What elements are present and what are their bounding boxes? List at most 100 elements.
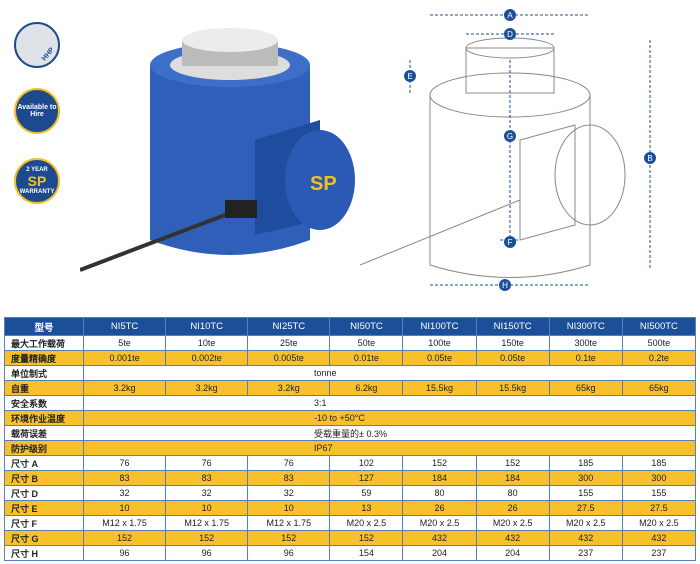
table-cell: 0.1te bbox=[548, 350, 623, 366]
table-cell: 10te bbox=[165, 335, 249, 351]
table-cell: M12 x 1.75 bbox=[165, 515, 249, 531]
table-cell: 154 bbox=[329, 545, 404, 561]
table-cell: 50te bbox=[329, 335, 404, 351]
table-cell: 150te bbox=[475, 335, 550, 351]
row-label: 自重 bbox=[4, 380, 84, 396]
row-label: 尺寸 A bbox=[4, 455, 84, 471]
table-cell: 10 bbox=[165, 500, 249, 516]
row-label: 尺寸 F bbox=[4, 515, 84, 531]
sp-logo: SP bbox=[27, 173, 47, 189]
table-cell: 76 bbox=[247, 455, 331, 471]
header-model: NI150TC bbox=[475, 317, 550, 336]
table-cell: 83 bbox=[82, 470, 167, 486]
table-cell: 32 bbox=[247, 485, 331, 501]
row-label: 尺寸 H bbox=[4, 545, 84, 561]
header-model: NI5TC bbox=[82, 317, 167, 336]
table-cell: M20 x 2.5 bbox=[402, 515, 477, 531]
table-cell: 5te bbox=[82, 335, 167, 351]
table-cell: 0.001te bbox=[82, 350, 167, 366]
table-cell: 237 bbox=[548, 545, 623, 561]
table-cell: 155 bbox=[548, 485, 623, 501]
table-cell: M20 x 2.5 bbox=[548, 515, 623, 531]
header-model: NI500TC bbox=[621, 317, 697, 336]
row-label: 尺寸 G bbox=[4, 530, 84, 546]
table-cell: 185 bbox=[621, 455, 697, 471]
row-label: 最大工作载荷 bbox=[4, 335, 84, 351]
dim-label-d: D bbox=[507, 30, 513, 39]
table-cell: M20 x 2.5 bbox=[621, 515, 697, 531]
table-cell: 13 bbox=[329, 500, 404, 516]
dim-label-a: A bbox=[507, 11, 513, 20]
row-label: 尺寸 B bbox=[4, 470, 84, 486]
table-cell: 152 bbox=[475, 455, 550, 471]
table-cell: 25te bbox=[247, 335, 331, 351]
table-cell: 0.05te bbox=[402, 350, 477, 366]
load-cell-photo: SP bbox=[80, 28, 355, 272]
svg-text:SP: SP bbox=[310, 173, 337, 195]
table-cell: 184 bbox=[475, 470, 550, 486]
table-cell: 76 bbox=[82, 455, 167, 471]
table-cell: 432 bbox=[548, 530, 623, 546]
table-cell: 26 bbox=[475, 500, 550, 516]
table-cell: 10 bbox=[82, 500, 167, 516]
table-cell: 96 bbox=[82, 545, 167, 561]
warranty-label: WARRANTY bbox=[19, 189, 55, 195]
table-cell: 15.5kg bbox=[402, 380, 477, 396]
table-cell: 432 bbox=[402, 530, 477, 546]
table-cell: 83 bbox=[165, 470, 249, 486]
hhp-label: HHP bbox=[41, 46, 57, 63]
table-cell: 59 bbox=[329, 485, 404, 501]
table-cell: IP67 bbox=[83, 440, 696, 456]
table-cell: 27.5 bbox=[548, 500, 623, 516]
row-label: 载荷误差 bbox=[4, 425, 84, 441]
table-cell: 152 bbox=[247, 530, 331, 546]
table-cell: 237 bbox=[621, 545, 697, 561]
available-to-hire-badge: Available to Hire bbox=[14, 88, 60, 134]
table-cell: 204 bbox=[402, 545, 477, 561]
dimension-drawing: A D E G B F H bbox=[360, 9, 656, 291]
row-label: 安全系数 bbox=[4, 395, 84, 411]
dim-label-b: B bbox=[647, 154, 652, 163]
warranty-badge: 2 YEAR SP WARRANTY bbox=[14, 158, 60, 204]
header-model: NI300TC bbox=[548, 317, 623, 336]
table-cell: 0.005te bbox=[247, 350, 331, 366]
table-cell: 185 bbox=[548, 455, 623, 471]
table-cell: 152 bbox=[82, 530, 167, 546]
dim-label-f: F bbox=[508, 238, 513, 247]
table-cell: 0.2te bbox=[621, 350, 697, 366]
table-cell: 102 bbox=[329, 455, 404, 471]
table-cell: 26 bbox=[402, 500, 477, 516]
table-cell: 10 bbox=[247, 500, 331, 516]
table-cell: M20 x 2.5 bbox=[475, 515, 550, 531]
table-cell: 184 bbox=[402, 470, 477, 486]
table-cell: 152 bbox=[329, 530, 404, 546]
table-cell: 432 bbox=[475, 530, 550, 546]
table-cell: 432 bbox=[621, 530, 697, 546]
hire-label: Available to Hire bbox=[17, 104, 57, 118]
table-row: 载荷误差受载重量的± 0.3% bbox=[4, 425, 696, 441]
table-cell: 127 bbox=[329, 470, 404, 486]
table-cell: 300 bbox=[621, 470, 697, 486]
warranty-years: 2 YEAR bbox=[26, 167, 48, 173]
header-model: NI25TC bbox=[247, 317, 331, 336]
table-cell: 152 bbox=[402, 455, 477, 471]
table-cell: 3.2kg bbox=[247, 380, 331, 396]
table-cell: 152 bbox=[165, 530, 249, 546]
table-cell: -10 to +50°C bbox=[83, 410, 696, 426]
table-cell: 204 bbox=[475, 545, 550, 561]
table-cell: M20 x 2.5 bbox=[329, 515, 404, 531]
dim-label-e: E bbox=[407, 72, 412, 81]
